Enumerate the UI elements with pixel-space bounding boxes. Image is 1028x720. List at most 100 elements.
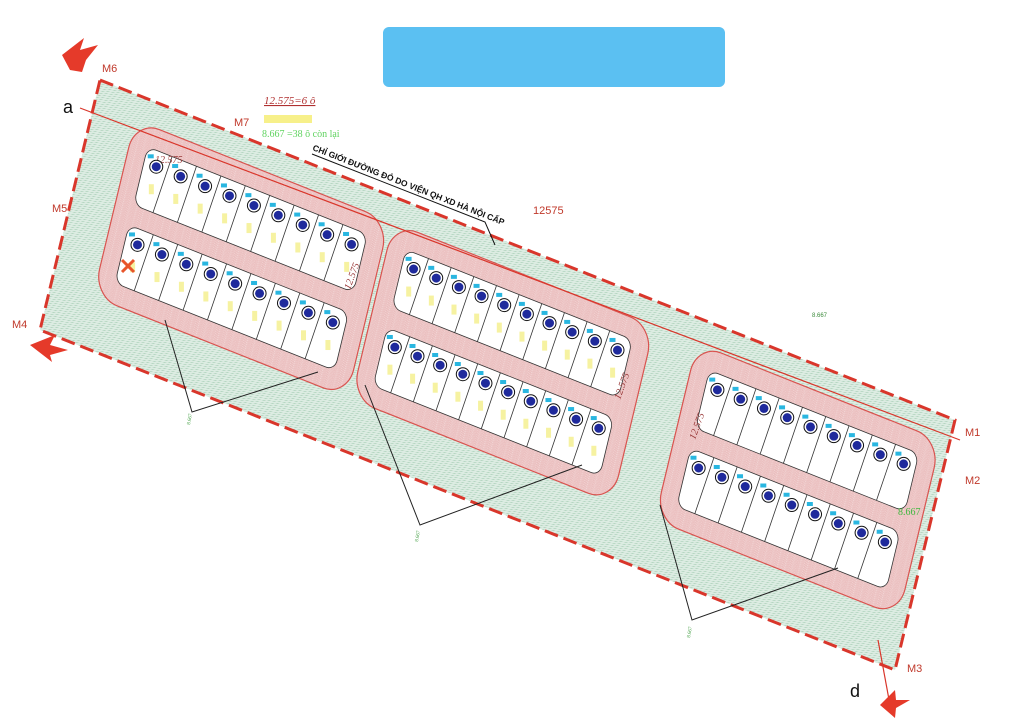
lot-divider bbox=[807, 414, 826, 474]
lot-area-mark bbox=[222, 213, 228, 224]
lot-number-mark bbox=[226, 271, 233, 276]
legend-yellow-mark bbox=[264, 115, 312, 123]
lot-area-mark bbox=[325, 340, 331, 351]
lot-number-mark bbox=[496, 292, 503, 297]
lot-number-mark bbox=[545, 398, 552, 403]
lot-divider bbox=[788, 493, 807, 553]
lot-divider bbox=[568, 320, 587, 380]
car-icon bbox=[873, 447, 888, 462]
lot-divider bbox=[256, 281, 275, 341]
block3-right-number: 8.667 bbox=[898, 507, 921, 518]
car-icon bbox=[761, 488, 776, 503]
lot-area-mark bbox=[246, 223, 252, 234]
lot-number-mark bbox=[477, 371, 484, 376]
leader-label-3: 8.667 bbox=[687, 626, 694, 638]
lot-number-mark bbox=[220, 183, 227, 188]
marker-m2: M2 bbox=[965, 475, 980, 487]
car-icon bbox=[896, 456, 911, 471]
cross-mark-icon bbox=[120, 258, 136, 274]
lot-divider bbox=[523, 302, 542, 362]
car-icon bbox=[228, 276, 243, 291]
lot-divider bbox=[134, 233, 153, 293]
lot-divider bbox=[432, 266, 451, 326]
lot-number-mark bbox=[153, 242, 160, 247]
lot-divider bbox=[695, 456, 714, 516]
lot-area-mark bbox=[301, 330, 307, 341]
lot-area-mark bbox=[227, 301, 233, 312]
lot-number-mark bbox=[853, 520, 860, 525]
lot-area-mark bbox=[154, 272, 160, 283]
car-icon bbox=[271, 208, 286, 223]
lot-divider bbox=[455, 275, 474, 335]
lot-area-mark bbox=[197, 203, 203, 214]
leader-label-2: 8.667 bbox=[415, 530, 422, 542]
lot-divider bbox=[545, 311, 564, 371]
lot-row bbox=[677, 448, 900, 589]
lot-divider bbox=[783, 405, 802, 465]
car-icon bbox=[478, 376, 493, 391]
car-icon bbox=[203, 266, 218, 281]
car-icon bbox=[569, 412, 584, 427]
lot-number-mark bbox=[128, 232, 135, 237]
car-icon bbox=[149, 159, 164, 174]
lot-area-mark bbox=[587, 358, 593, 369]
lot-number-mark bbox=[760, 483, 767, 488]
car-icon bbox=[854, 525, 869, 540]
lot-divider bbox=[741, 474, 760, 534]
car-icon bbox=[519, 307, 534, 322]
car-icon bbox=[850, 438, 865, 453]
car-icon bbox=[831, 516, 846, 531]
lot-number-mark bbox=[343, 231, 350, 236]
car-icon bbox=[154, 247, 169, 262]
lot-number-mark bbox=[876, 529, 883, 534]
lot-number-mark bbox=[251, 280, 258, 285]
car-icon bbox=[433, 358, 448, 373]
lot-number-mark bbox=[825, 423, 832, 428]
lot-number-mark bbox=[541, 310, 548, 315]
lot-area-mark bbox=[451, 304, 457, 315]
lot-divider bbox=[477, 284, 496, 344]
marker-m1: M1 bbox=[965, 427, 980, 439]
car-icon bbox=[877, 535, 892, 550]
lot-divider bbox=[760, 396, 779, 456]
lot-number-mark bbox=[713, 464, 720, 469]
lot-number-mark bbox=[324, 310, 331, 315]
lot-divider bbox=[305, 301, 324, 361]
car-icon bbox=[808, 507, 823, 522]
car-icon bbox=[406, 262, 421, 277]
car-icon bbox=[738, 479, 753, 494]
lot-divider bbox=[876, 442, 895, 502]
lot-area-mark bbox=[252, 310, 258, 321]
car-icon bbox=[246, 198, 261, 213]
lot-divider bbox=[159, 242, 178, 302]
lot-area-mark bbox=[295, 242, 301, 253]
marker-m6: M6 bbox=[102, 63, 117, 75]
lot-area-mark bbox=[410, 373, 416, 384]
section-line-d bbox=[877, 639, 891, 706]
lot-area-mark bbox=[148, 184, 154, 195]
lot-area-mark bbox=[387, 364, 393, 375]
car-icon bbox=[387, 340, 402, 355]
lot-area-mark bbox=[432, 382, 438, 393]
lot-number-mark bbox=[564, 319, 571, 324]
lot-divider bbox=[413, 344, 432, 404]
lot-area-mark bbox=[270, 232, 276, 243]
lot-area-mark bbox=[610, 367, 616, 378]
lot-divider bbox=[207, 262, 226, 322]
car-icon bbox=[756, 401, 771, 416]
lot-number-mark bbox=[432, 352, 439, 357]
lot-number-mark bbox=[802, 414, 809, 419]
marker-m5: M5 bbox=[52, 203, 67, 215]
car-icon bbox=[320, 227, 335, 242]
lot-divider bbox=[572, 407, 591, 467]
lot-divider bbox=[177, 164, 196, 224]
lot-area-mark bbox=[478, 400, 484, 411]
area-number-right: 8.667 bbox=[812, 313, 828, 319]
car-icon bbox=[780, 410, 795, 425]
lot-number-mark bbox=[732, 386, 739, 391]
car-icon bbox=[710, 382, 725, 397]
car-icon bbox=[565, 325, 580, 340]
car-icon bbox=[523, 394, 538, 409]
lot-divider bbox=[202, 174, 221, 234]
